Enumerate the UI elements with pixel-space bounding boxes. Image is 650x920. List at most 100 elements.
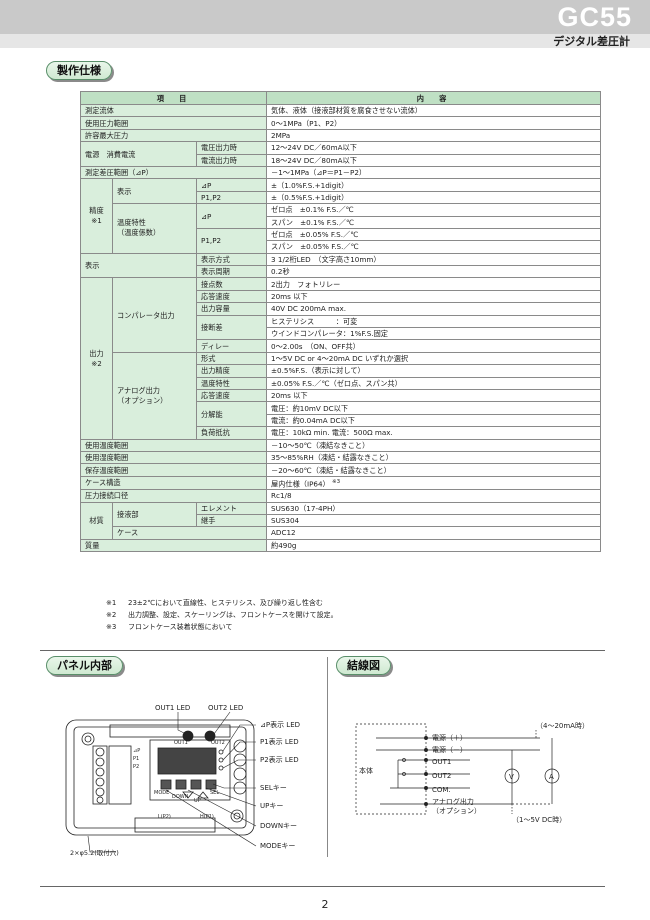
board-mode-label: MODE: [154, 790, 169, 796]
voltmeter-symbol: V: [509, 773, 514, 781]
screw-icon: [95, 787, 105, 797]
leader-up: [205, 787, 257, 807]
row-value: －20～60℃（凍結・結露なきこと）: [266, 463, 602, 477]
power-plus-label: 電源（＋）: [432, 733, 467, 742]
row-sublabel: ⊿P: [195, 178, 268, 192]
relay-contact-icon: [402, 758, 406, 762]
out1-label: OUT1: [432, 758, 451, 766]
mode-key-button[interactable]: [160, 779, 172, 790]
row-sublabel: 形式: [195, 351, 268, 366]
row-value: 18～24V DC／80mA以下: [266, 153, 602, 167]
ammeter-symbol: A: [549, 773, 554, 781]
down-key-button[interactable]: [175, 779, 187, 790]
temp-char-label: 温度特性（温度係数）: [112, 203, 197, 254]
terminal-dot-icon: [424, 748, 428, 752]
row-value: 屋内仕様（IP64） ※3: [266, 475, 602, 491]
out2-led-icon: [204, 730, 216, 742]
wiring-labels: 本体 電源（＋） 電源（－） OUT1 OUT2 COM. アナログ出力 （オプ…: [359, 722, 589, 824]
power-minus-label: 電源（－）: [432, 745, 467, 754]
voltage-note-label: （1～5V DC時）: [512, 816, 566, 824]
footnote-key: ※1: [106, 599, 117, 607]
up-key-button[interactable]: [190, 779, 202, 790]
board-out2-label: OUT2: [211, 740, 225, 746]
row-sublabel: 応答速度: [195, 388, 268, 403]
wiring-diagram: [355, 723, 560, 815]
leader-sel: [212, 783, 256, 789]
row-label: 電源 消費電流: [80, 141, 197, 167]
row-sublabel: 電圧出力時: [195, 141, 268, 155]
terminal-label-strip: [108, 745, 132, 805]
row-value: 気体、液体（接液部材質を腐食させない流体）: [266, 103, 602, 118]
section-panel-label: パネル内部: [46, 656, 123, 675]
header-stripe: [0, 34, 650, 48]
material-label: 材質: [80, 501, 113, 540]
leader-holes: [87, 835, 116, 853]
output-note: ※2: [91, 358, 102, 368]
p2-led-icon: [218, 765, 224, 771]
relay-contact-icon: [402, 772, 406, 776]
ammeter-icon: [544, 768, 560, 784]
screw-icon: [95, 747, 105, 757]
panel-leader-lines: [87, 711, 257, 853]
row-label: 質量: [79, 538, 268, 553]
row-label: 使用圧力範囲: [79, 116, 268, 130]
panel-outer-case: [65, 719, 255, 836]
footnote: ※3 フロントケース装着状態において: [106, 621, 338, 633]
out2-label: OUT2: [432, 772, 451, 780]
row-sublabel: 表示: [112, 178, 197, 205]
row-label: 保存温度範囲: [79, 463, 268, 477]
row-sublabel: P1,P2: [195, 227, 268, 254]
terminal-dot-icon: [424, 772, 428, 776]
board-sel-label: SEL: [210, 790, 219, 796]
footnote-text: 23±2℃において直線性、ヒステリシス、及び繰り返し性含む: [128, 599, 323, 607]
row-value: 電圧：約10mV DC以下: [266, 401, 602, 415]
row-label: 測定流体: [79, 103, 268, 118]
footnote-key: ※2: [106, 611, 117, 619]
divider-vertical: [327, 657, 328, 857]
row-sublabel: ケース: [111, 526, 268, 540]
section-spec-label: 製作仕様: [46, 61, 112, 80]
sel-key-button[interactable]: [205, 779, 217, 790]
panel-callouts: OUT1 LED OUT2 LED ⊿P表示 LED P1表示 LED P2表示…: [70, 704, 300, 857]
dp-led-icon: [218, 749, 224, 755]
row-sublabel: 出力精度: [195, 364, 268, 378]
row-value: 40V DC 200mA max.: [266, 302, 602, 316]
terminal-block: [92, 745, 108, 805]
leader-out2: [213, 711, 231, 735]
board-out1-label: OUT1: [174, 740, 188, 746]
row-value: ゼロ点 ±0.1% F.S.／℃: [266, 203, 602, 217]
accuracy-note: ※1: [91, 216, 102, 226]
row-sublabel: 負荷抵抗: [195, 426, 268, 440]
row-sublabel: 温度特性: [195, 376, 268, 391]
spec-table-wrapper: 項 目 内 容 測定流体気体、液体（接液部材質を腐食させない流体） 使用圧力範囲…: [79, 91, 602, 553]
row-value: ヒステリシス ：可変: [266, 314, 602, 329]
row-value: 電圧：10kΩ min. 電流：500Ω max.: [266, 426, 602, 440]
row-label: 使用湿度範囲: [79, 450, 268, 465]
port-icon: [233, 767, 247, 781]
analog-output-label: アナログ出力（オプション）: [112, 351, 197, 440]
row-value: 1～5V DC or 4～20mA DC いずれか選択: [266, 351, 602, 366]
out2-led-label: OUT2 LED: [208, 704, 243, 712]
footnote-text: フロントケース装着状態において: [128, 623, 233, 631]
row-value: 20ms 以下: [266, 289, 602, 304]
diagrams-svg: OUT1 OUT2 MODE DOWN UP SEL L(P2) H(P1) ⊿…: [65, 704, 589, 857]
screw-icon: [95, 757, 105, 767]
temp-coef-text: （温度係数）: [117, 228, 161, 238]
row-value: ±（1.0%F.S.+1digit）: [266, 178, 602, 192]
leader-mode: [165, 789, 257, 847]
terminal-screws: [95, 747, 105, 804]
up-key-label: UPキー: [260, 802, 283, 810]
row-value: 35～85%RH（凍結・結露なきこと）: [266, 450, 602, 465]
mount-hole-inner-icon: [84, 735, 92, 743]
board-top-strip: [109, 724, 231, 738]
product-subtitle: デジタル差圧計: [553, 35, 630, 48]
footnote-key: ※3: [106, 623, 117, 631]
terminal-dot-icon: [424, 758, 428, 762]
row-sublabel: エレメント: [195, 501, 268, 515]
spec-table: 項 目 内 容 測定流体気体、液体（接液部材質を腐食させない流体） 使用圧力範囲…: [79, 91, 602, 553]
row-value: 0～1MPa（P1、P2）: [266, 116, 602, 130]
row-value: 電流：約0.04mA DC以下: [266, 413, 602, 428]
leader-p1: [222, 741, 256, 761]
row-label: 測定差圧範囲（⊿P）: [79, 165, 268, 180]
terminal-dot-icon: [424, 736, 428, 740]
